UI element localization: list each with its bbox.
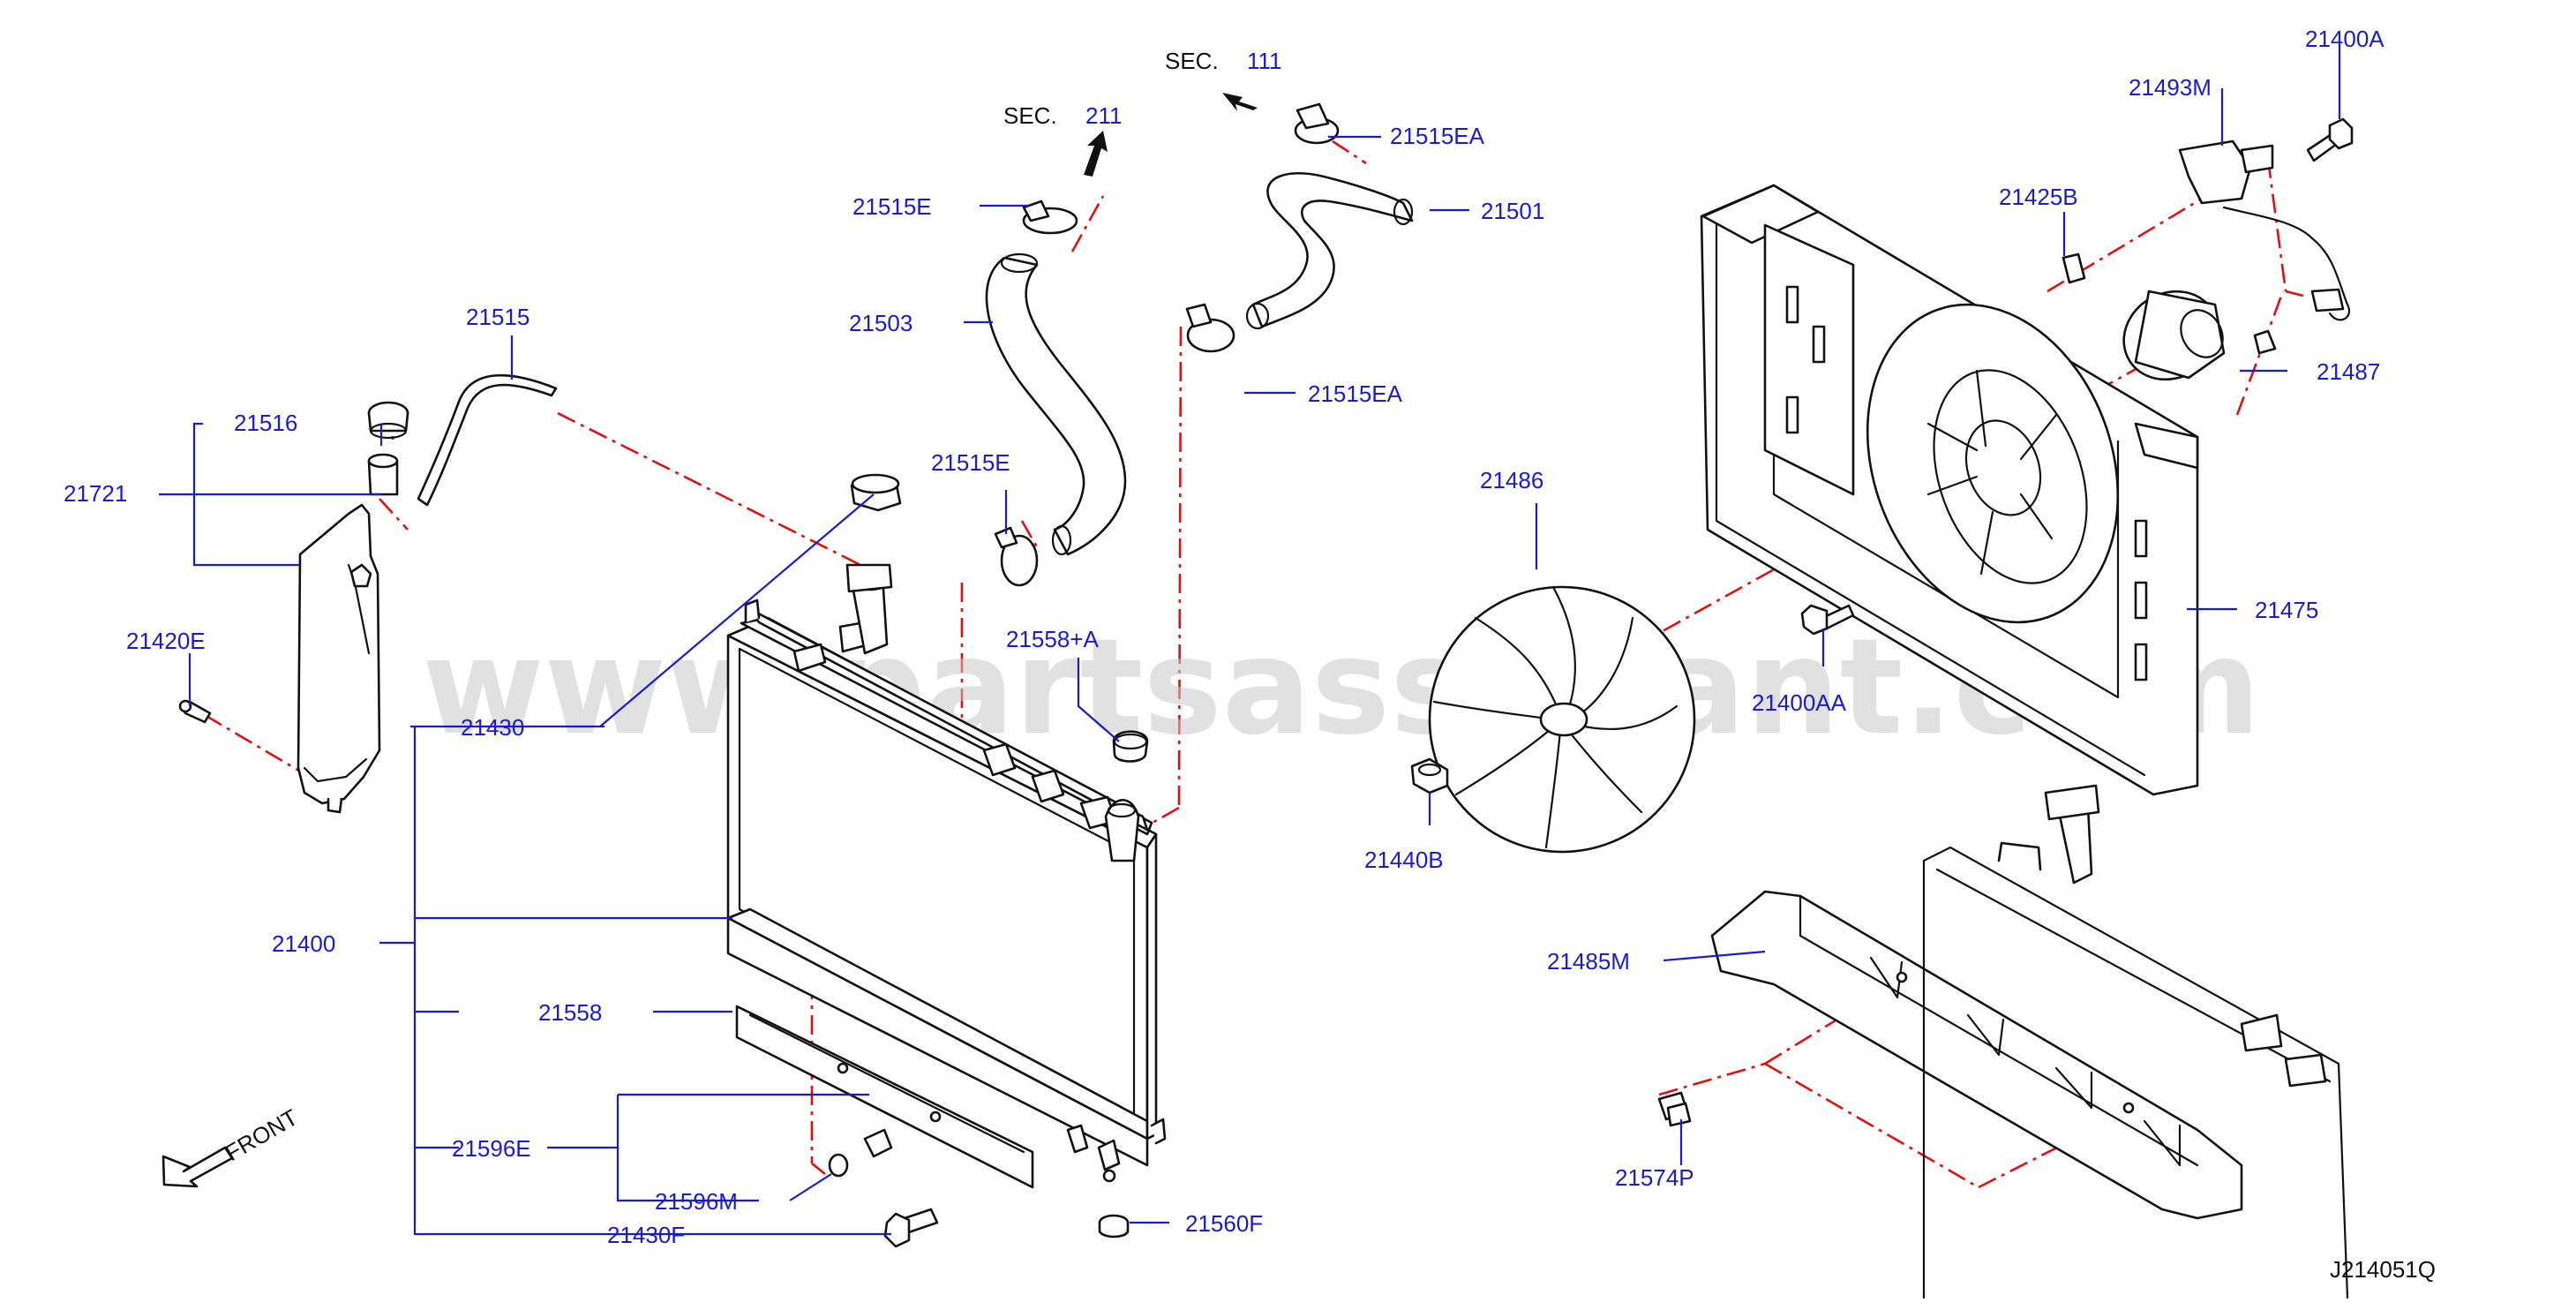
sec-number: 111 bbox=[1247, 48, 1282, 74]
seal-hole bbox=[929, 1110, 942, 1123]
sec-reference-111: SEC. 111 bbox=[1165, 48, 1282, 74]
sec-211-arrow bbox=[1084, 131, 1108, 177]
sec-111-arrow bbox=[1222, 93, 1258, 111]
radiator-reference-sketch bbox=[1922, 784, 2349, 1299]
label-21475: 21475 bbox=[2255, 597, 2318, 623]
overflow-hose bbox=[417, 373, 558, 507]
label-21400: 21400 bbox=[272, 930, 335, 957]
diagram-id: J214051Q bbox=[2330, 1256, 2436, 1283]
upper-hose bbox=[985, 252, 1127, 556]
clamp-21515e-top bbox=[1022, 200, 1078, 235]
label-21503: 21503 bbox=[849, 310, 912, 336]
plug-21560f bbox=[1098, 1214, 1130, 1238]
radiator-cap bbox=[850, 473, 902, 512]
label-21558: 21558 bbox=[538, 999, 602, 1026]
label-21596e: 21596E bbox=[452, 1135, 531, 1162]
bolt-21400a bbox=[2306, 117, 2354, 162]
label-21486: 21486 bbox=[1480, 467, 1543, 493]
clamp-21515ea-top bbox=[1294, 102, 1340, 145]
drain-plug bbox=[828, 1128, 893, 1178]
seal-hole bbox=[837, 1062, 849, 1074]
label-21420e: 21420E bbox=[126, 628, 206, 654]
label-21425b: 21425B bbox=[1999, 184, 2078, 210]
bolt-21400aa bbox=[1800, 604, 1855, 636]
fan-motor bbox=[2122, 290, 2277, 381]
sec-prefix: SEC. bbox=[1003, 102, 1057, 129]
push-clip-21574p bbox=[1657, 1091, 1692, 1127]
label-21487: 21487 bbox=[2317, 358, 2380, 385]
front-label: FRONT bbox=[221, 1103, 303, 1166]
front-arrow bbox=[161, 1146, 234, 1188]
label-21493m: 21493M bbox=[2129, 74, 2212, 101]
label-21485m: 21485M bbox=[1547, 948, 1630, 975]
sec-number: 211 bbox=[1085, 102, 1122, 129]
label-21515ea-mid: 21515EA bbox=[1308, 380, 1403, 407]
leader-lines bbox=[159, 40, 2341, 1236]
label-21515ea-top: 21515EA bbox=[1390, 123, 1485, 149]
label-21721: 21721 bbox=[64, 480, 127, 507]
fan-resistor-harness bbox=[2178, 139, 2350, 321]
nut-21440b bbox=[1410, 757, 1449, 794]
lower-hose bbox=[1245, 171, 1414, 330]
label-21574p: 21574P bbox=[1615, 1164, 1694, 1191]
seal-strip-edge bbox=[748, 1013, 1025, 1154]
clip-21425b bbox=[2062, 252, 2086, 284]
label-21558a: 21558+A bbox=[1006, 626, 1099, 652]
label-21400a: 21400A bbox=[2305, 26, 2384, 52]
fan-shroud bbox=[1700, 184, 2199, 796]
sec-prefix: SEC. bbox=[1165, 48, 1219, 74]
fan-blade bbox=[1428, 585, 1696, 854]
label-21501: 21501 bbox=[1481, 198, 1544, 224]
label-21430f: 21430F bbox=[607, 1222, 685, 1248]
bolt-21430f bbox=[883, 1208, 939, 1248]
label-21430: 21430 bbox=[461, 714, 524, 741]
radiator bbox=[726, 563, 1167, 1183]
label-21560f: 21560F bbox=[1185, 1210, 1263, 1237]
label-21515e-mid: 21515E bbox=[931, 449, 1010, 476]
bushing-21558a bbox=[1112, 730, 1149, 763]
reservoir-tank bbox=[297, 401, 409, 814]
air-guide bbox=[1710, 890, 2243, 1220]
label-21440b: 21440B bbox=[1364, 847, 1444, 873]
seal-strip bbox=[735, 1005, 1034, 1189]
clamp-21515ea-mid bbox=[1185, 303, 1235, 353]
label-21515e-top: 21515E bbox=[852, 193, 932, 220]
label-21596m: 21596M bbox=[655, 1188, 738, 1215]
label-21516: 21516 bbox=[234, 410, 297, 436]
clip-21420e bbox=[178, 699, 212, 724]
label-21515: 21515 bbox=[466, 304, 529, 330]
sec-reference-211: SEC. 211 bbox=[1003, 102, 1122, 129]
label-21400aa: 21400AA bbox=[1752, 689, 1847, 716]
